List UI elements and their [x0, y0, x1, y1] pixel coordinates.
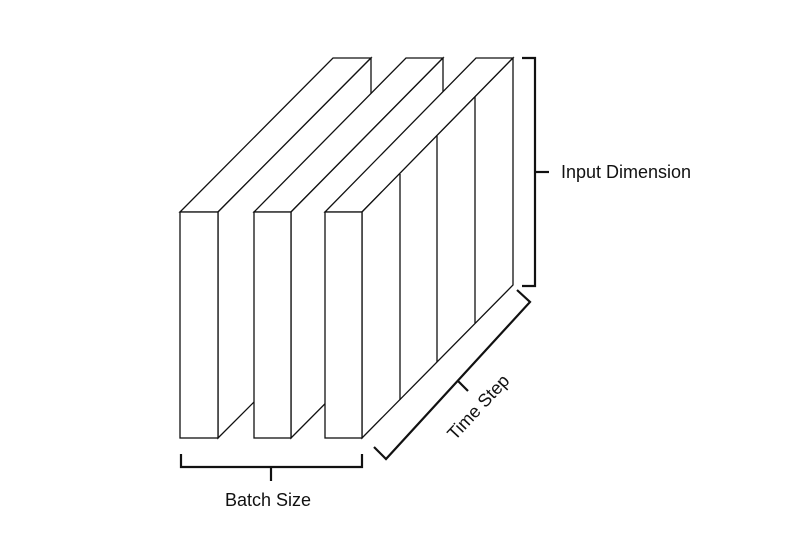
time-step-label: Time Step	[443, 371, 513, 444]
batch-size-bracket: Batch Size	[179, 454, 364, 510]
input-dimension-bracket-line	[522, 56, 537, 288]
slice-2-front-face	[253, 211, 292, 439]
batch-slice-3	[323, 56, 515, 440]
time-step-bracket-tick	[457, 380, 469, 392]
slice-3-front-face	[324, 211, 363, 439]
input-dimension-bracket: Input Dimension	[522, 56, 691, 288]
time-step-dividers	[399, 97, 476, 400]
slice-1-front-face	[179, 211, 219, 439]
batch-size-label: Batch Size	[225, 490, 311, 510]
batch-size-bracket-line	[179, 454, 364, 469]
time-step-bracket-line	[373, 289, 532, 461]
input-dimension-label: Input Dimension	[561, 162, 691, 182]
